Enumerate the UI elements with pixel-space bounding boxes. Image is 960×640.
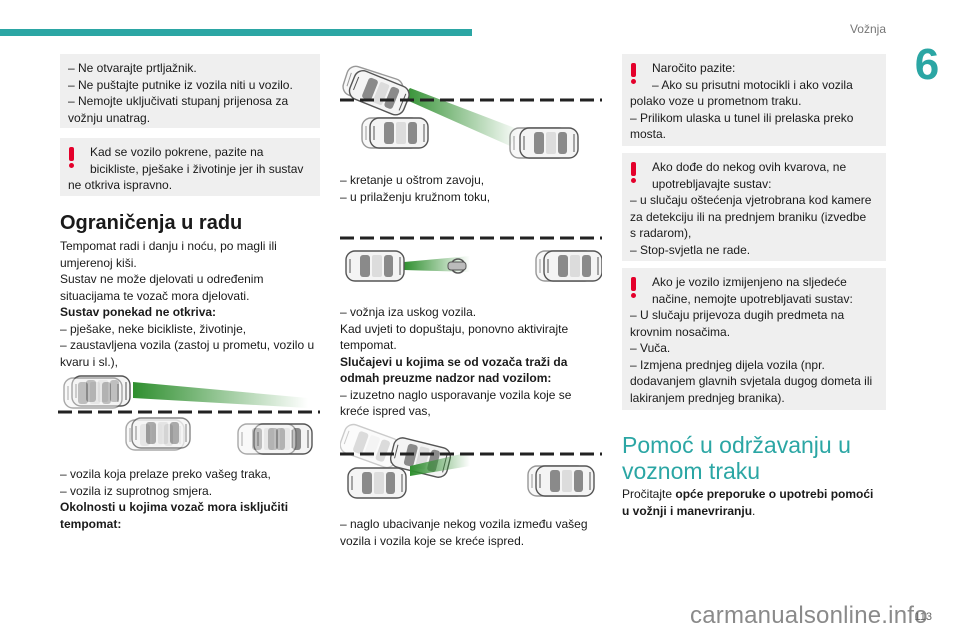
warning-line: ne otkriva ispravno. [68,178,173,192]
list-item: – zaustavljena vozila (zastoj u prometu,… [60,338,315,352]
warning-line: – Izmjena prednjeg dijela vozila (npr. [630,357,825,372]
warning-line: – Ako su prisutni motocikli i ako vozila [652,77,853,92]
warning-line: dodavanjem glavnih svjetala dugog dometa… [630,374,873,388]
cyclist-illustration-icon [447,258,467,274]
section-heading-limitations: Ograničenja u radu [60,212,243,234]
paragraph-line: Sustav ne može djelovati u određenim [60,272,264,286]
warning-line: – Vuča. [630,341,671,355]
warning-box-modified-vehicle: Ako je vozilo izmijenjeno na sljedeće na… [622,268,886,410]
list-item: – naglo ubacivanje nekog vozila između v… [340,517,588,531]
column-1-text-lower: – vozila koja prelaze preko vašeg traka,… [60,466,325,532]
list-item: – vozila koja prelaze preko vašeg traka, [60,467,271,481]
subheading: Sustav ponekad ne otkriva: [60,305,217,319]
paragraph-line: tempomat. [340,338,397,352]
column-2-text-c: – naglo ubacivanje nekog vozila između v… [340,516,605,549]
warning-line: za detekciju ili na prednjem braniku (iz… [630,209,867,224]
warning-line: mosta. [630,127,667,141]
note-line: – Ne otvarajte prtljažnik. [68,61,197,75]
subheading: tempomat: [60,516,122,531]
warning-line: lakiranjem prednjeg branika). [630,390,785,405]
reference-text: Pročitajte opće preporuke o upotrebi pom… [622,486,886,519]
warning-line: Kad se vozilo pokrene, pazite na [90,145,264,159]
list-item: – vozila iz suprotnog smjera. [60,483,213,498]
paragraph-line: Kad uvjeti to dopuštaju, ponovno aktivir… [340,321,569,336]
paragraph-line: situacijama te vozač mora djelovati. [60,288,250,303]
warning-exclamation-icon [631,162,637,183]
warning-line: upotrebljavajte sustav: [652,176,772,191]
warning-line: Ako dođe do nekog ovih kvarova, ne [652,160,847,174]
chapter-number: 6 [914,40,940,89]
list-item: – pješake, neke bicikliste, životinje, [60,321,247,336]
note-line: – Ne puštajte putnike iz vozila niti u v… [68,77,293,92]
watermark: carmanualsonline.info [690,602,928,629]
list-item: kvaru i sl.), [60,354,119,369]
warning-box-attention: Naročito pazite: – Ako su prisutni motoc… [622,54,886,146]
column-1-text: Tempomat radi i danju i noću, po magli i… [60,238,325,370]
note-line: – Nemojte uključivati stupanj prijenosa … [68,94,289,108]
reference-prefix: Pročitajte [622,487,676,501]
subheading: Okolnosti u kojima vozač mora isključiti [60,500,289,514]
paragraph-line: umjerenoj kiši. [60,255,137,270]
warning-line: – Stop-svjetla ne rade. [630,242,751,257]
reference-link[interactable]: opće preporuke o upotrebi pomoći [675,487,874,501]
warning-line: Ako je vozilo izmijenjeno na sljedeće [652,275,847,289]
note-box-stopped: – Ne otvarajte prtljažnik. – Ne puštajte… [60,54,320,128]
subheading: Slučajevi u kojima se od vozača traži da [340,354,568,369]
list-item: – vožnja iza uskog vozila. [340,305,477,319]
warning-line: polako voze u prometnom traku. [630,94,802,108]
page-number: 113 [914,611,932,623]
list-item: – u prilaženju kružnom toku, [340,189,491,204]
warning-exclamation-icon [69,147,75,168]
column-2-text-b: – vožnja iza uskog vozila. Kad uvjeti to… [340,304,605,420]
warning-box-faults: Ako dođe do nekog ovih kvarova, ne upotr… [622,153,886,261]
warning-line: s radarom), [630,226,692,240]
subheading: odmah preuzme nadzor nad vozilom: [340,371,552,385]
header-section-title: Vožnja [849,22,886,36]
section-heading-lane-keeping: Pomoć u održavanju u voznom traku [622,432,851,484]
warning-exclamation-icon [631,277,637,298]
reference-link[interactable]: u vožnji i manevriranju [622,503,753,518]
list-item: vozila i vozila koje se kreće ispred. [340,533,525,548]
note-line: vožnju unatrag. [68,110,151,125]
warning-line: Naročito pazite: [652,61,736,75]
warning-line: načine, nemojte upotrebljavati sustav: [652,291,853,306]
warning-line: krovnim nosačima. [630,324,731,339]
column-2-text-a: – kretanje u oštrom zavoju, – u prilažen… [340,172,605,205]
illustration-sharp-bend [340,63,602,159]
list-item: kreće ispred vas, [340,404,431,418]
header-accent-bar [0,29,472,36]
heading-line: voznom traku [622,458,761,484]
warning-line: bicikliste, pješake i životinje jer ih s… [90,161,304,176]
reference-suffix: . [752,503,756,518]
list-item: – kretanje u oštrom zavoju, [340,173,485,187]
warning-exclamation-icon [631,63,637,84]
warning-line: – u slučaju oštećenja vjetrobrana kod ka… [630,193,872,207]
heading-line: Pomoć u održavanju u [622,432,851,458]
illustration-narrow-vehicle [340,236,602,282]
paragraph-line: Tempomat radi i danju i noću, po magli i… [60,239,277,253]
warning-line: – U slučaju prijevoza dugih predmeta na [630,308,845,322]
illustration-crossing-vehicles [58,375,320,455]
list-item: – izuzetno naglo usporavanje vozila koje… [340,387,572,402]
illustration-cut-in [340,421,602,499]
warning-line: – Prilikom ulaska u tunel ili prelaska p… [630,110,854,125]
warning-box-cyclists: Kad se vozilo pokrene, pazite na bicikli… [60,138,320,196]
